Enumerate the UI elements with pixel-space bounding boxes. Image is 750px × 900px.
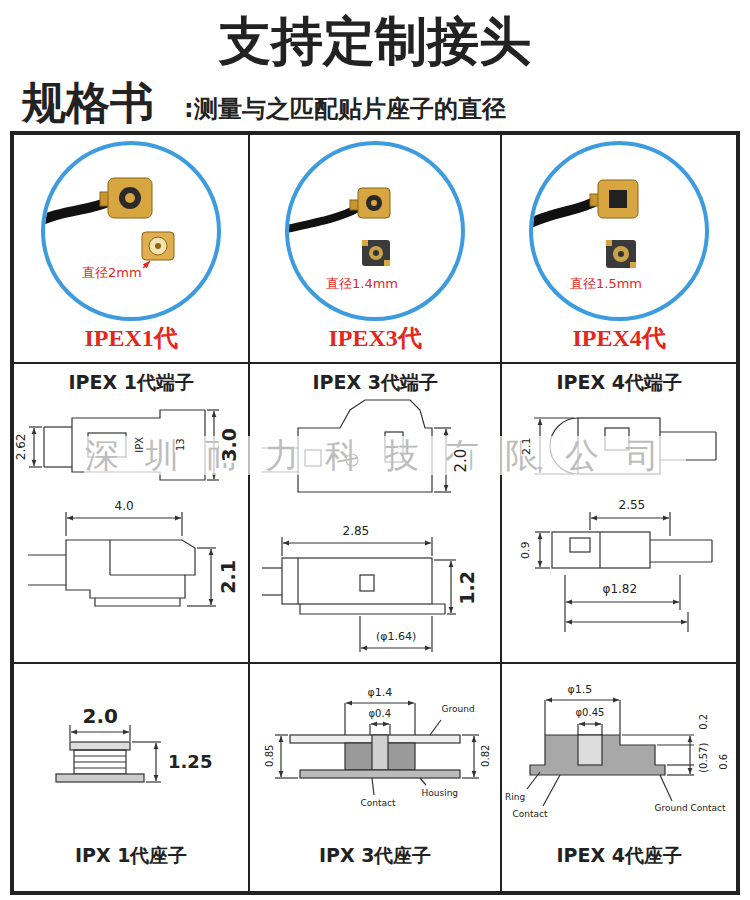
cell-heading: IPEX 1代端子 <box>68 372 195 394</box>
dimension: 2.55 <box>618 499 647 513</box>
dimension: φ1.5 <box>567 684 594 697</box>
diameter-note: 直径2mm <box>81 266 143 281</box>
dimension: 2.0 <box>82 705 119 728</box>
connector-photo <box>282 188 390 266</box>
cell-heading: IPEX 4代座子 <box>556 845 683 867</box>
table-frame <box>12 133 739 894</box>
table-cell: IPEX 4代座子 <box>500 662 738 893</box>
dimension: 3.0 <box>219 427 241 463</box>
connector-photo <box>524 180 638 268</box>
part-marking: IPX <box>134 436 146 454</box>
diameter-note: 直径1.4mm <box>325 277 399 292</box>
dimension: 0.6 <box>718 753 730 771</box>
dimension: (φ1.64) <box>375 631 417 644</box>
pointer-arrow <box>143 261 150 268</box>
cell-heading: IPX 3代座子 <box>318 845 432 867</box>
dimension: 0.85 <box>264 744 276 768</box>
dimension: 2.1 <box>218 559 240 595</box>
table-cell: IPX 1代座子 <box>12 662 250 893</box>
cell-heading: IPX 1代座子 <box>74 845 188 867</box>
part-marking: 13 <box>174 437 186 452</box>
part-name: Ground Contact <box>654 803 727 813</box>
dimension: 4.0 <box>114 500 135 514</box>
part-name: Contact <box>512 809 549 819</box>
photo-circle: 直径1.5mm <box>529 141 709 321</box>
dimension: 2.0 <box>453 447 470 473</box>
model-caption: IPEX3代 <box>328 325 423 353</box>
table-cell: IPEX 3代端子 <box>248 362 502 664</box>
part-name: Ground <box>441 704 476 714</box>
dimension: 1.2 <box>457 570 479 606</box>
dimension: 1.25 <box>167 752 213 773</box>
dimension: 0.82 <box>480 744 492 768</box>
diameter-note: 直径1.5mm <box>569 277 643 292</box>
part-name: Contact <box>360 798 397 808</box>
dimension: 0.2 <box>698 713 710 731</box>
dimension: 0.9 <box>520 540 533 560</box>
table-cell: IPEX 4代端子 <box>500 362 738 664</box>
dimension: φ1.82 <box>602 583 639 597</box>
drawing-lines <box>28 400 716 806</box>
page-title: 支持定制接头 <box>219 12 531 72</box>
photo-circle: 直径1.4mm <box>285 141 465 321</box>
table-cell: IPEX1代 直径2mm <box>12 133 250 364</box>
model-caption: IPEX1代 <box>84 325 179 353</box>
dimension: (0.57) <box>698 742 710 774</box>
table-cell: IPEX4代 直径1.5mm <box>500 133 738 364</box>
cell-heading: IPEX 4代端子 <box>556 372 683 394</box>
dimension: φ1.4 <box>367 687 394 700</box>
dimension: φ0.4 <box>368 708 393 720</box>
connector-photo <box>30 178 174 260</box>
part-name: Housing <box>421 788 460 798</box>
dimension: 2.1 <box>521 436 534 456</box>
spec-subheading: :测量与之匹配贴片座子的直径 <box>183 96 507 124</box>
part-name: Ring <box>504 792 526 802</box>
dimension: 2.85 <box>342 525 371 539</box>
photo-circle: 直径2mm <box>41 141 221 321</box>
table-cell: IPEX3代 直径1.4mm <box>248 133 502 364</box>
dimension: φ0.45 <box>575 707 606 719</box>
dimension: 2.62 <box>15 433 29 462</box>
model-caption: IPEX4代 <box>572 325 667 353</box>
cell-heading: IPEX 3代端子 <box>312 372 439 394</box>
spec-heading: 规格书 <box>21 78 155 129</box>
